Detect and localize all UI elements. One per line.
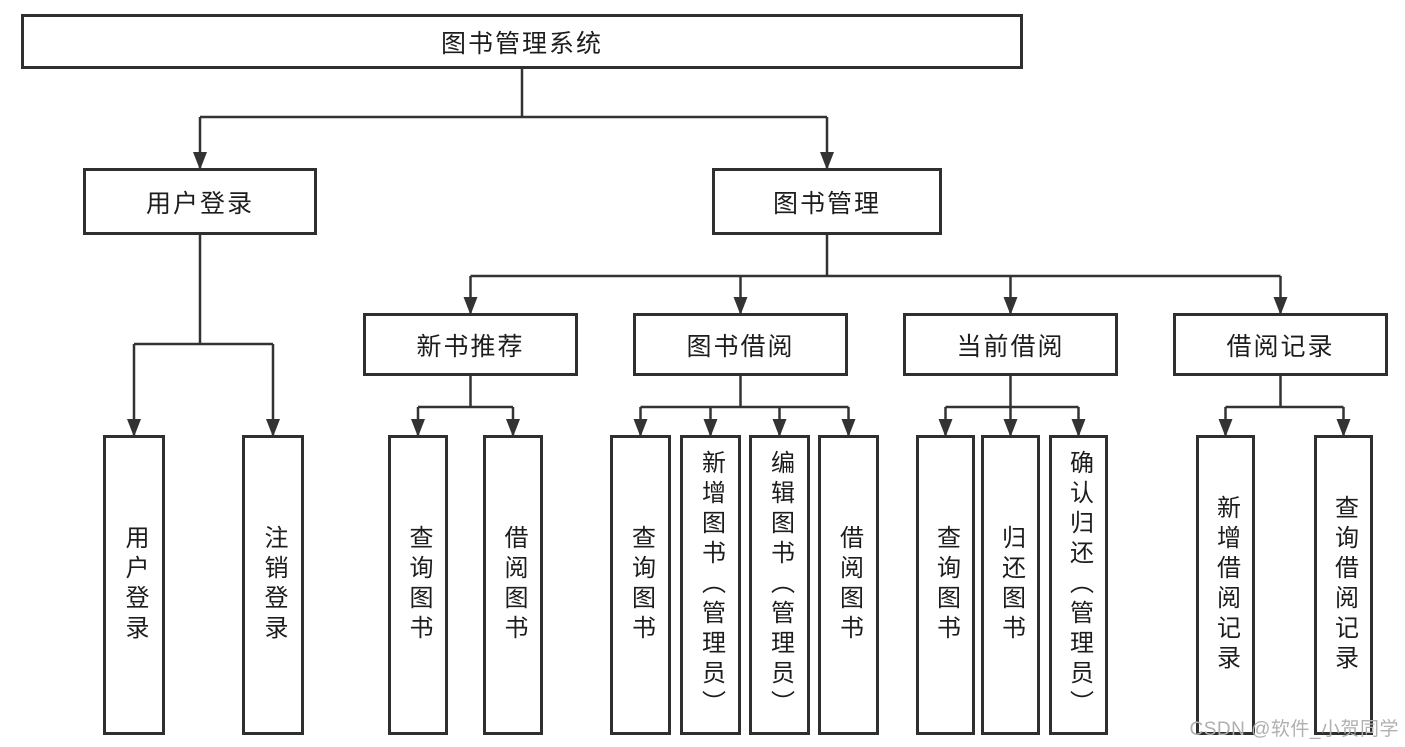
leaf-current-return-book: 归还图书 xyxy=(981,435,1040,735)
leaf-borrow-edit-book-admin: 编辑图书（管理员） xyxy=(749,435,810,735)
node-current-borrow: 当前借阅 xyxy=(903,313,1118,376)
node-user-login: 用户登录 xyxy=(83,168,317,235)
node-book-management: 图书管理 xyxy=(712,168,942,235)
node-new-book-recommend: 新书推荐 xyxy=(363,313,578,376)
leaf-record-add-record: 新增借阅记录 xyxy=(1196,435,1255,735)
leaf-logout-login: 注销登录 xyxy=(242,435,304,735)
node-book-borrow: 图书借阅 xyxy=(633,313,848,376)
node-root: 图书管理系统 xyxy=(21,14,1023,69)
node-borrow-record: 借阅记录 xyxy=(1173,313,1388,376)
leaf-user-login: 用户登录 xyxy=(103,435,165,735)
leaf-current-confirm-return-admin: 确认归还（管理员） xyxy=(1049,435,1108,735)
csdn-watermark: CSDN @软件_小贺同学 xyxy=(1189,719,1399,740)
leaf-rec-borrow-book: 借阅图书 xyxy=(483,435,543,735)
leaf-current-query-book: 查询图书 xyxy=(916,435,975,735)
leaf-record-query-record: 查询借阅记录 xyxy=(1314,435,1373,735)
leaf-borrow-query-book: 查询图书 xyxy=(610,435,671,735)
leaf-borrow-add-book-admin: 新增图书（管理员） xyxy=(680,435,741,735)
leaf-rec-query-book: 查询图书 xyxy=(388,435,448,735)
leaf-borrow-borrow-book: 借阅图书 xyxy=(818,435,879,735)
